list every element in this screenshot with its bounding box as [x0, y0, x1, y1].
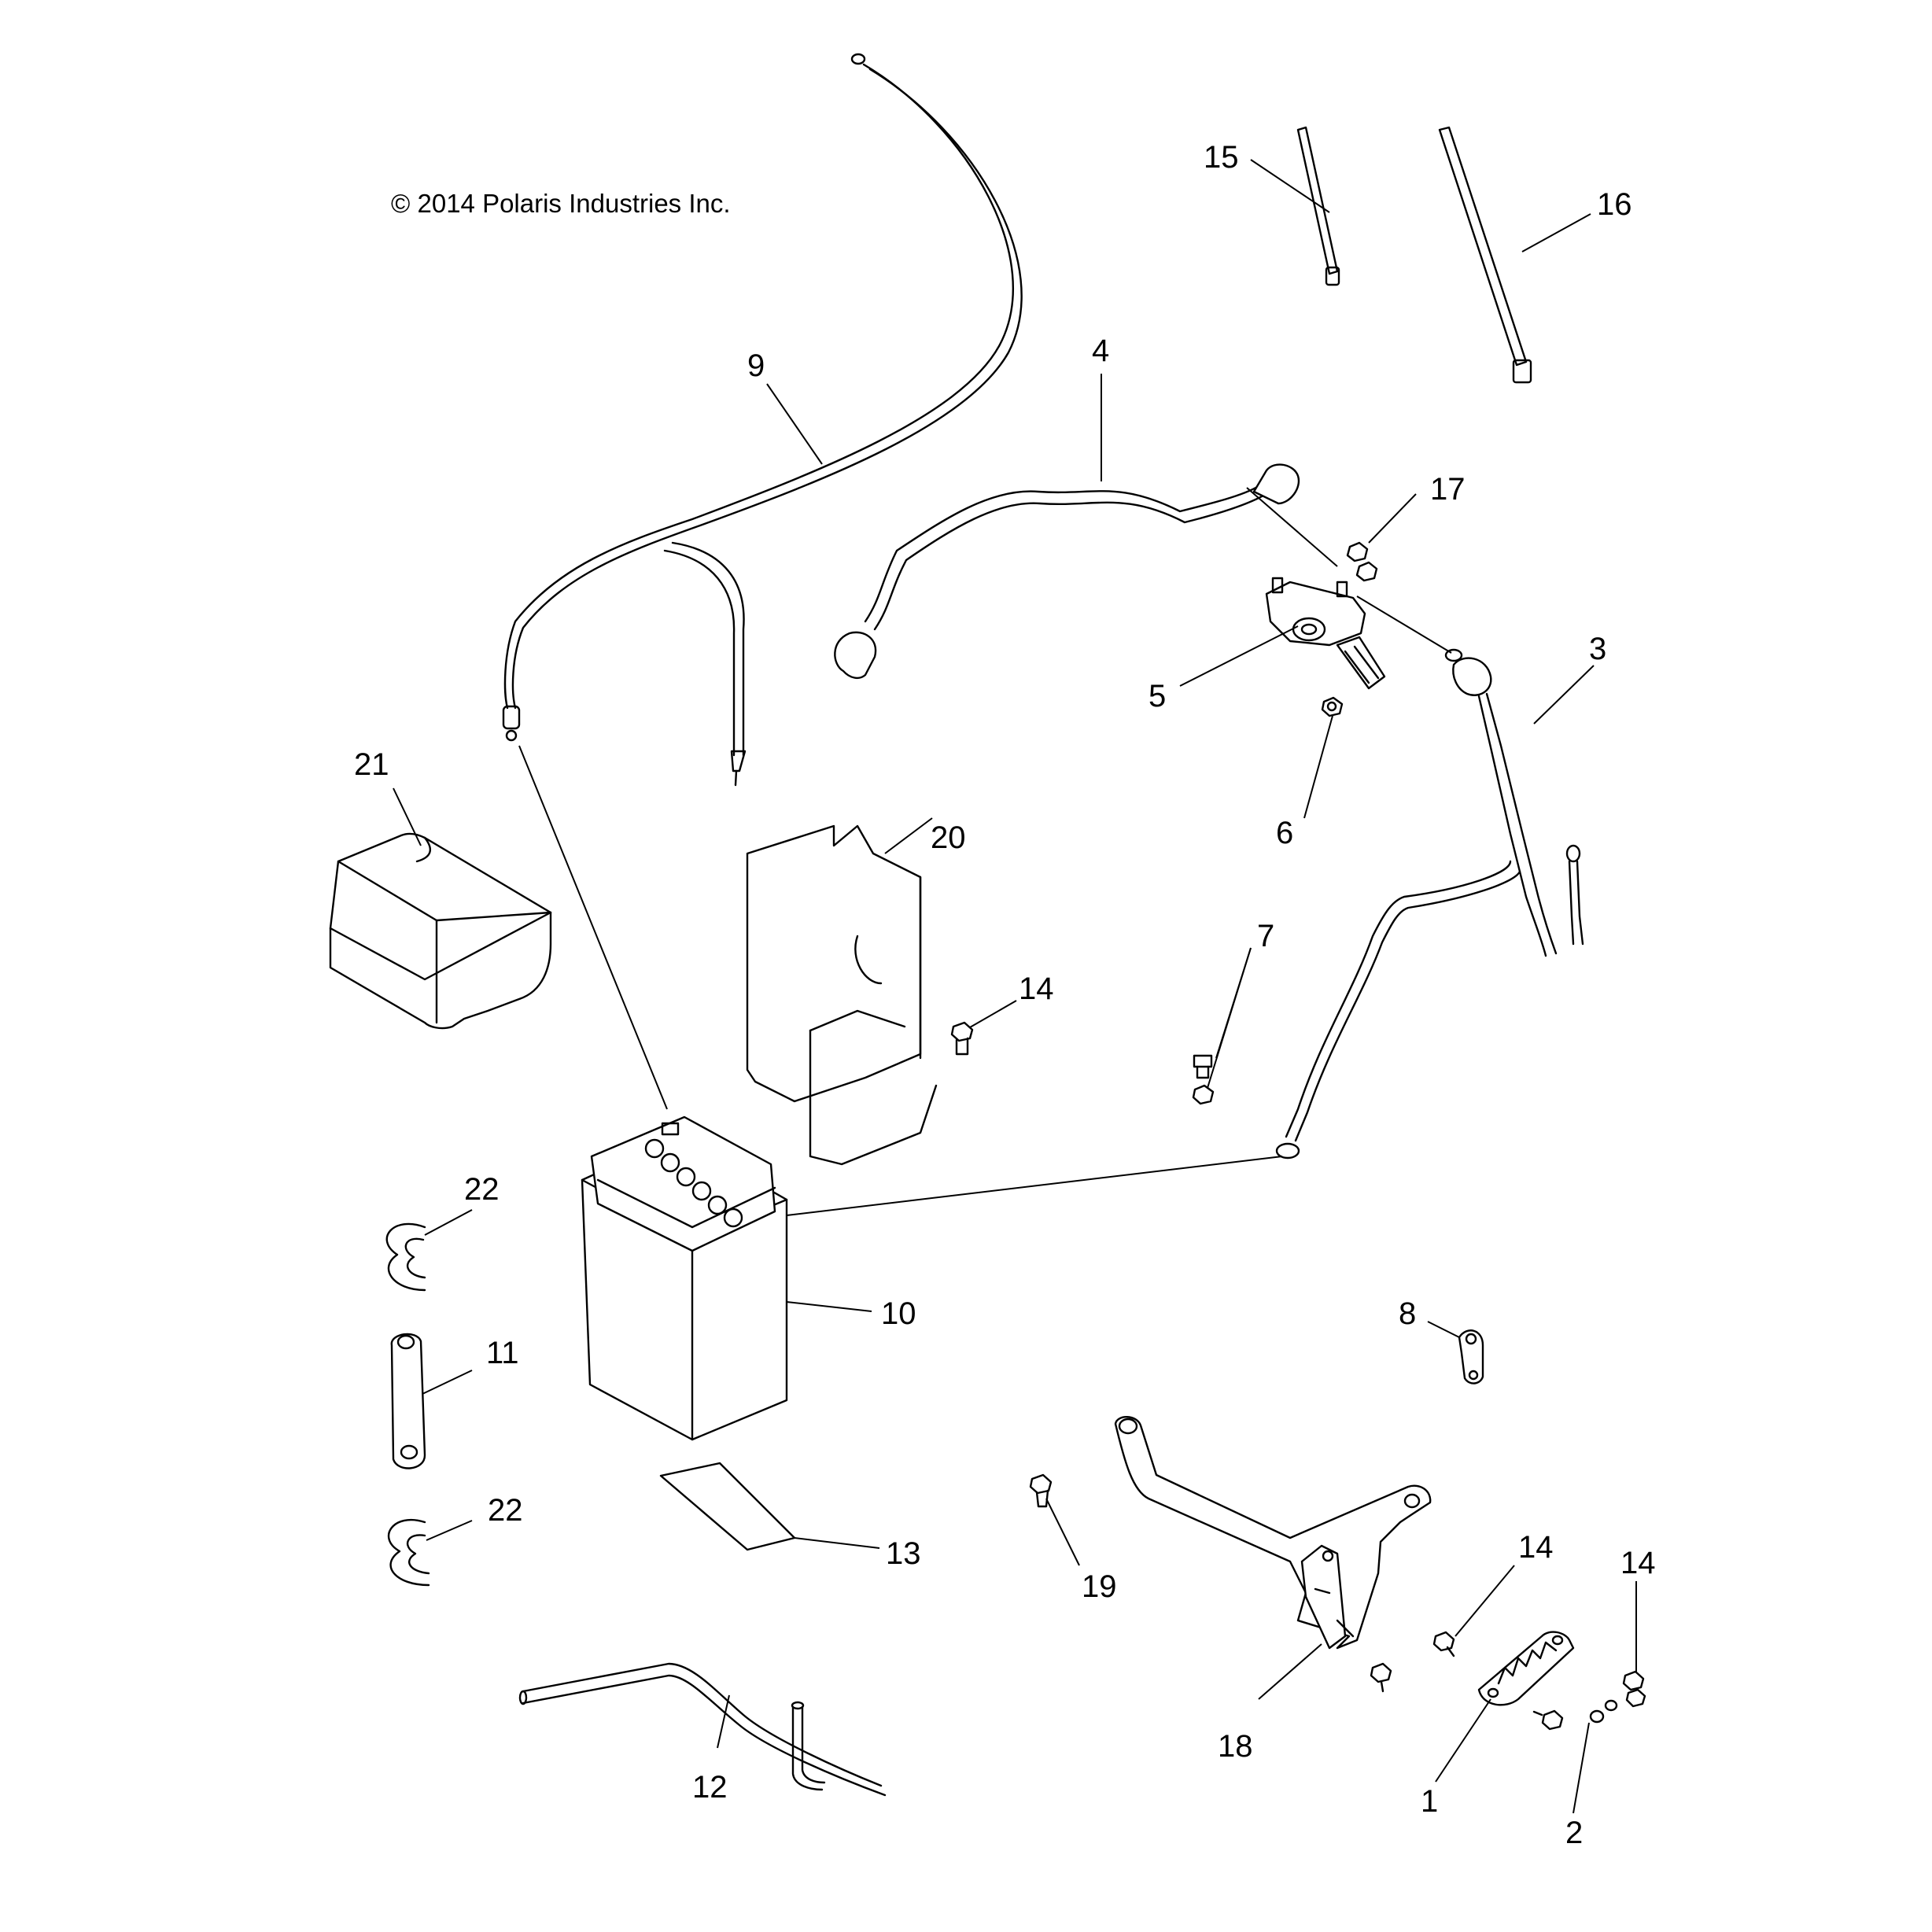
callout-6: 6 [1276, 816, 1293, 850]
part-22-clip-upper [385, 1222, 426, 1292]
callout-8: 8 [1399, 1296, 1416, 1331]
callout-19: 19 [1082, 1569, 1117, 1604]
callout-14b: 14 [1518, 1530, 1554, 1565]
copyright-notice: © 2014 Polaris Industries Inc. [391, 189, 731, 218]
callout-1: 1 [1421, 1784, 1438, 1819]
part-4-solenoid-lead [834, 463, 1300, 680]
callout-4: 4 [1092, 334, 1109, 368]
callout-22a: 22 [464, 1172, 500, 1207]
part-13-pad [659, 1462, 796, 1551]
callout-18: 18 [1218, 1729, 1253, 1764]
part-14-bolt-upper [950, 1021, 974, 1056]
callout-14a: 14 [1019, 972, 1054, 1006]
callout-labels: 1 2 3 4 5 6 7 8 9 10 11 12 13 14 14 14 1… [354, 140, 1656, 1850]
callout-20: 20 [931, 820, 966, 855]
part-16-cable-tie-long [1438, 126, 1532, 384]
part-8-clip [1458, 1329, 1484, 1384]
callout-13: 13 [886, 1536, 921, 1571]
callout-11: 11 [486, 1336, 519, 1370]
part-18-bracket [1114, 1416, 1432, 1650]
callout-2: 2 [1565, 1816, 1583, 1850]
callout-9: 9 [747, 348, 765, 383]
callout-12: 12 [692, 1770, 728, 1805]
part-3-cable [1275, 648, 1584, 1160]
part-6-bolt [1321, 696, 1344, 717]
callout-17: 17 [1430, 472, 1466, 507]
part-7-bolt-nut [1192, 1054, 1215, 1105]
part-21-battery-cover [329, 832, 552, 1030]
callout-10: 10 [881, 1296, 916, 1331]
part-20-heat-shield [746, 824, 938, 1166]
part-17-nuts [1346, 541, 1378, 582]
part-11-strap [390, 1333, 426, 1469]
part-1-terminal-block [1477, 1631, 1575, 1706]
leader-lines [393, 159, 1637, 1814]
part-10-battery [581, 1115, 788, 1441]
callout-7: 7 [1257, 919, 1274, 953]
callout-15: 15 [1204, 140, 1239, 175]
part-12-vent-tube [518, 1662, 887, 1797]
part-15-cable-tie-short [1296, 126, 1340, 286]
callout-5: 5 [1149, 679, 1166, 713]
callout-22b: 22 [488, 1493, 523, 1528]
callout-21: 21 [354, 747, 389, 782]
part-9-battery-cable [502, 53, 1023, 787]
part-22-clip-lower [388, 1518, 430, 1587]
hardware-bolts-lower [1370, 1631, 1646, 1731]
callout-14c: 14 [1620, 1546, 1656, 1580]
callout-16: 16 [1597, 187, 1632, 222]
callout-3: 3 [1589, 632, 1606, 666]
